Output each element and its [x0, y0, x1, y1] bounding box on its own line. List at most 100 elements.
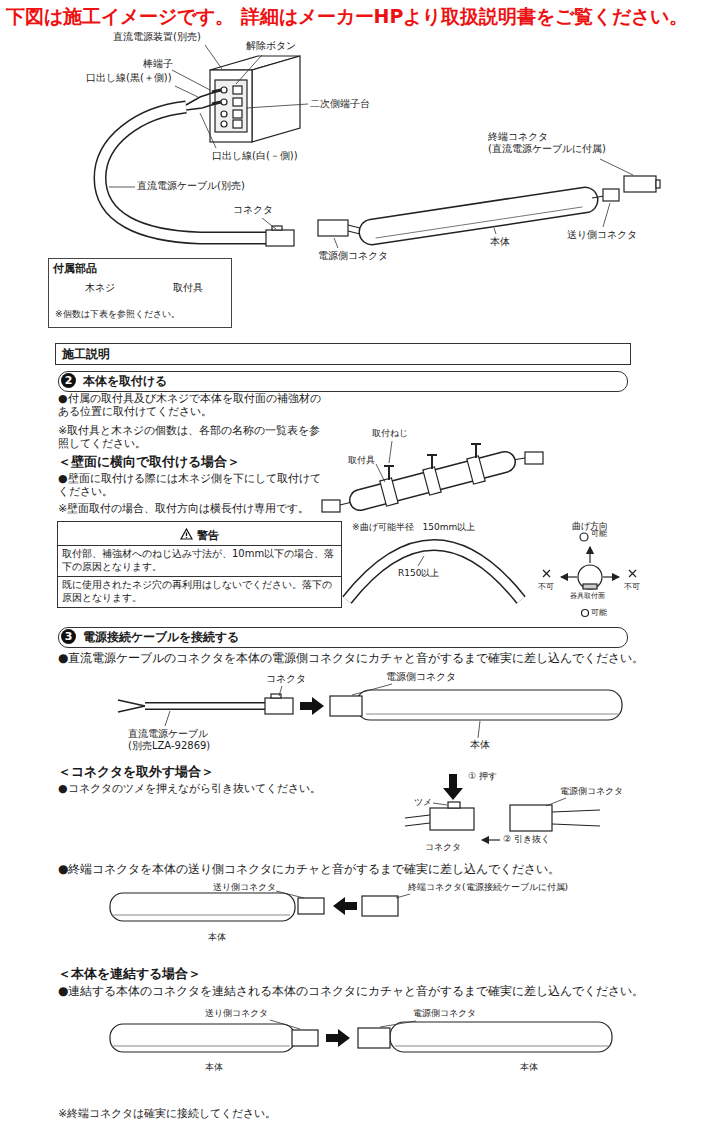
leader-line: [478, 721, 480, 738]
power-side-connector: [510, 805, 552, 831]
feed-side-connector: [298, 898, 324, 914]
leader-line: [376, 464, 385, 482]
power-side-connector: [330, 696, 362, 716]
mounting-screw: [431, 455, 433, 469]
leader-line: [352, 684, 392, 695]
part-label: 本体: [470, 739, 490, 751]
power-supply: [252, 56, 300, 142]
power-side-connector: [510, 805, 600, 831]
feed-side-connector: [592, 189, 619, 201]
dc-cable: [100, 107, 268, 238]
part-label: 電源側コネクタ: [413, 1008, 476, 1019]
part-label: コネクタ: [233, 204, 273, 216]
bend-radius-figure: [347, 545, 521, 600]
parts-box: 付属部品木ネジ取付具※個数は下表を参照ください。: [48, 258, 232, 328]
feed-side-connector: [603, 189, 619, 201]
part-label: 棒端子: [143, 58, 173, 70]
connector: [322, 500, 340, 512]
lead-wires: [212, 102, 221, 104]
connector: [405, 815, 430, 818]
part-label: 取付具: [348, 455, 375, 466]
power-side-connector: [552, 824, 600, 826]
connector: [265, 694, 293, 714]
leader-line: [165, 684, 480, 738]
part-label: 送り側コネクタ: [213, 882, 276, 893]
part-label: 直流電源装置(別売): [113, 31, 201, 43]
mounting-screw: [475, 444, 477, 458]
sub-heading: ＜壁面に横向で取付ける場合＞: [58, 454, 240, 470]
insert-arrow: [333, 897, 357, 915]
leader-line: [246, 104, 308, 108]
mounting-screw: [471, 443, 481, 445]
connector: [448, 802, 460, 808]
dc-cable: [118, 700, 266, 712]
bend-direction-figure: [583, 584, 597, 589]
connector: [525, 452, 543, 464]
power-supply: [233, 110, 242, 118]
part-label: 取付ねじ: [372, 428, 408, 439]
dc-cable: [145, 704, 266, 709]
connector: [265, 698, 293, 714]
part-label: 本体: [490, 236, 510, 248]
body-text: ●終端コネクタを本体の送り側コネクタにカチャと音がするまで確実に差し込んでくださ…: [58, 862, 698, 877]
connector: [266, 230, 294, 246]
end-connector: [362, 896, 398, 916]
part-name: 木ネジ: [85, 282, 115, 294]
part-name: 取付具: [173, 282, 203, 294]
part-label: 本体: [205, 1062, 223, 1073]
end-connector: [656, 180, 660, 188]
section-heading: 施工説明: [62, 347, 110, 362]
power-supply: [233, 120, 242, 128]
body-text: ●連結する本体のコネクタを連結される本体のコネクタにカチャと音がするまで確実に差…: [58, 984, 698, 999]
part-label: 器具取付面: [570, 592, 605, 601]
warning-icon: [181, 529, 192, 539]
part-label: ※終端コネクタは確実に接続してください。: [58, 1107, 276, 1120]
leader-line: [236, 55, 262, 84]
leader-line: [276, 891, 304, 898]
section-band: 施工説明: [55, 343, 631, 365]
light-body: [372, 200, 585, 232]
feed-side-connector: [298, 898, 324, 914]
leader-line: [603, 203, 610, 227]
light-body: [390, 1022, 612, 1052]
power-supply: [221, 87, 227, 93]
part-label: 二次側端子台: [310, 98, 370, 110]
dc-cable: [118, 700, 145, 706]
lead-wires: [212, 90, 221, 92]
mounting-screw: [384, 444, 481, 480]
connector: [430, 808, 474, 830]
dc-cable: [118, 706, 145, 712]
warning-box: 警告取付部、補強材へのねじ込み寸法が、10mm以下の場合、落下の原因となります。…: [57, 521, 342, 608]
light-body: [376, 207, 582, 238]
part-label: 送り側コネクタ: [205, 1008, 268, 1019]
bend-direction-figure: [603, 576, 619, 577]
sub-heading: ＜コネクタを取外す場合＞: [58, 764, 214, 780]
warning-text: 既に使用されたネジ穴の再利用はしないでください。落下の原因となります。: [58, 576, 341, 607]
power-supply: [221, 121, 227, 127]
end-connector: [624, 176, 660, 192]
power-supply: [215, 80, 247, 132]
insert-arrow: [300, 697, 324, 715]
part-label: ※壁面取付の場合、取付方向は横長付け専用です。: [58, 502, 309, 515]
part-label: 終端コネクタ (直流電源ケーブルに付属): [488, 131, 623, 155]
dc-cable: [100, 107, 268, 238]
end-connector: [624, 176, 656, 192]
light-body: [110, 893, 295, 921]
bend-direction-figure: [543, 533, 636, 617]
body-text: ●付属の取付具及び木ネジで本体を取付面の補強材のある位置に取付けてください。: [58, 392, 330, 419]
pull-arrow: [482, 839, 500, 840]
part-label: ツメ: [414, 797, 432, 808]
leader-line: [380, 1021, 416, 1027]
part-label: R150以上: [398, 568, 439, 579]
bend-direction-figure: [580, 533, 588, 541]
light-body: [372, 200, 585, 238]
mounting-clamp: [467, 456, 485, 484]
leader-line: [270, 1020, 416, 1029]
connector: [266, 226, 294, 246]
connector: [405, 823, 430, 826]
leader-line: [600, 159, 633, 175]
mounting-screw: [427, 454, 437, 456]
leader-line: [165, 711, 170, 726]
connector: [322, 452, 543, 512]
